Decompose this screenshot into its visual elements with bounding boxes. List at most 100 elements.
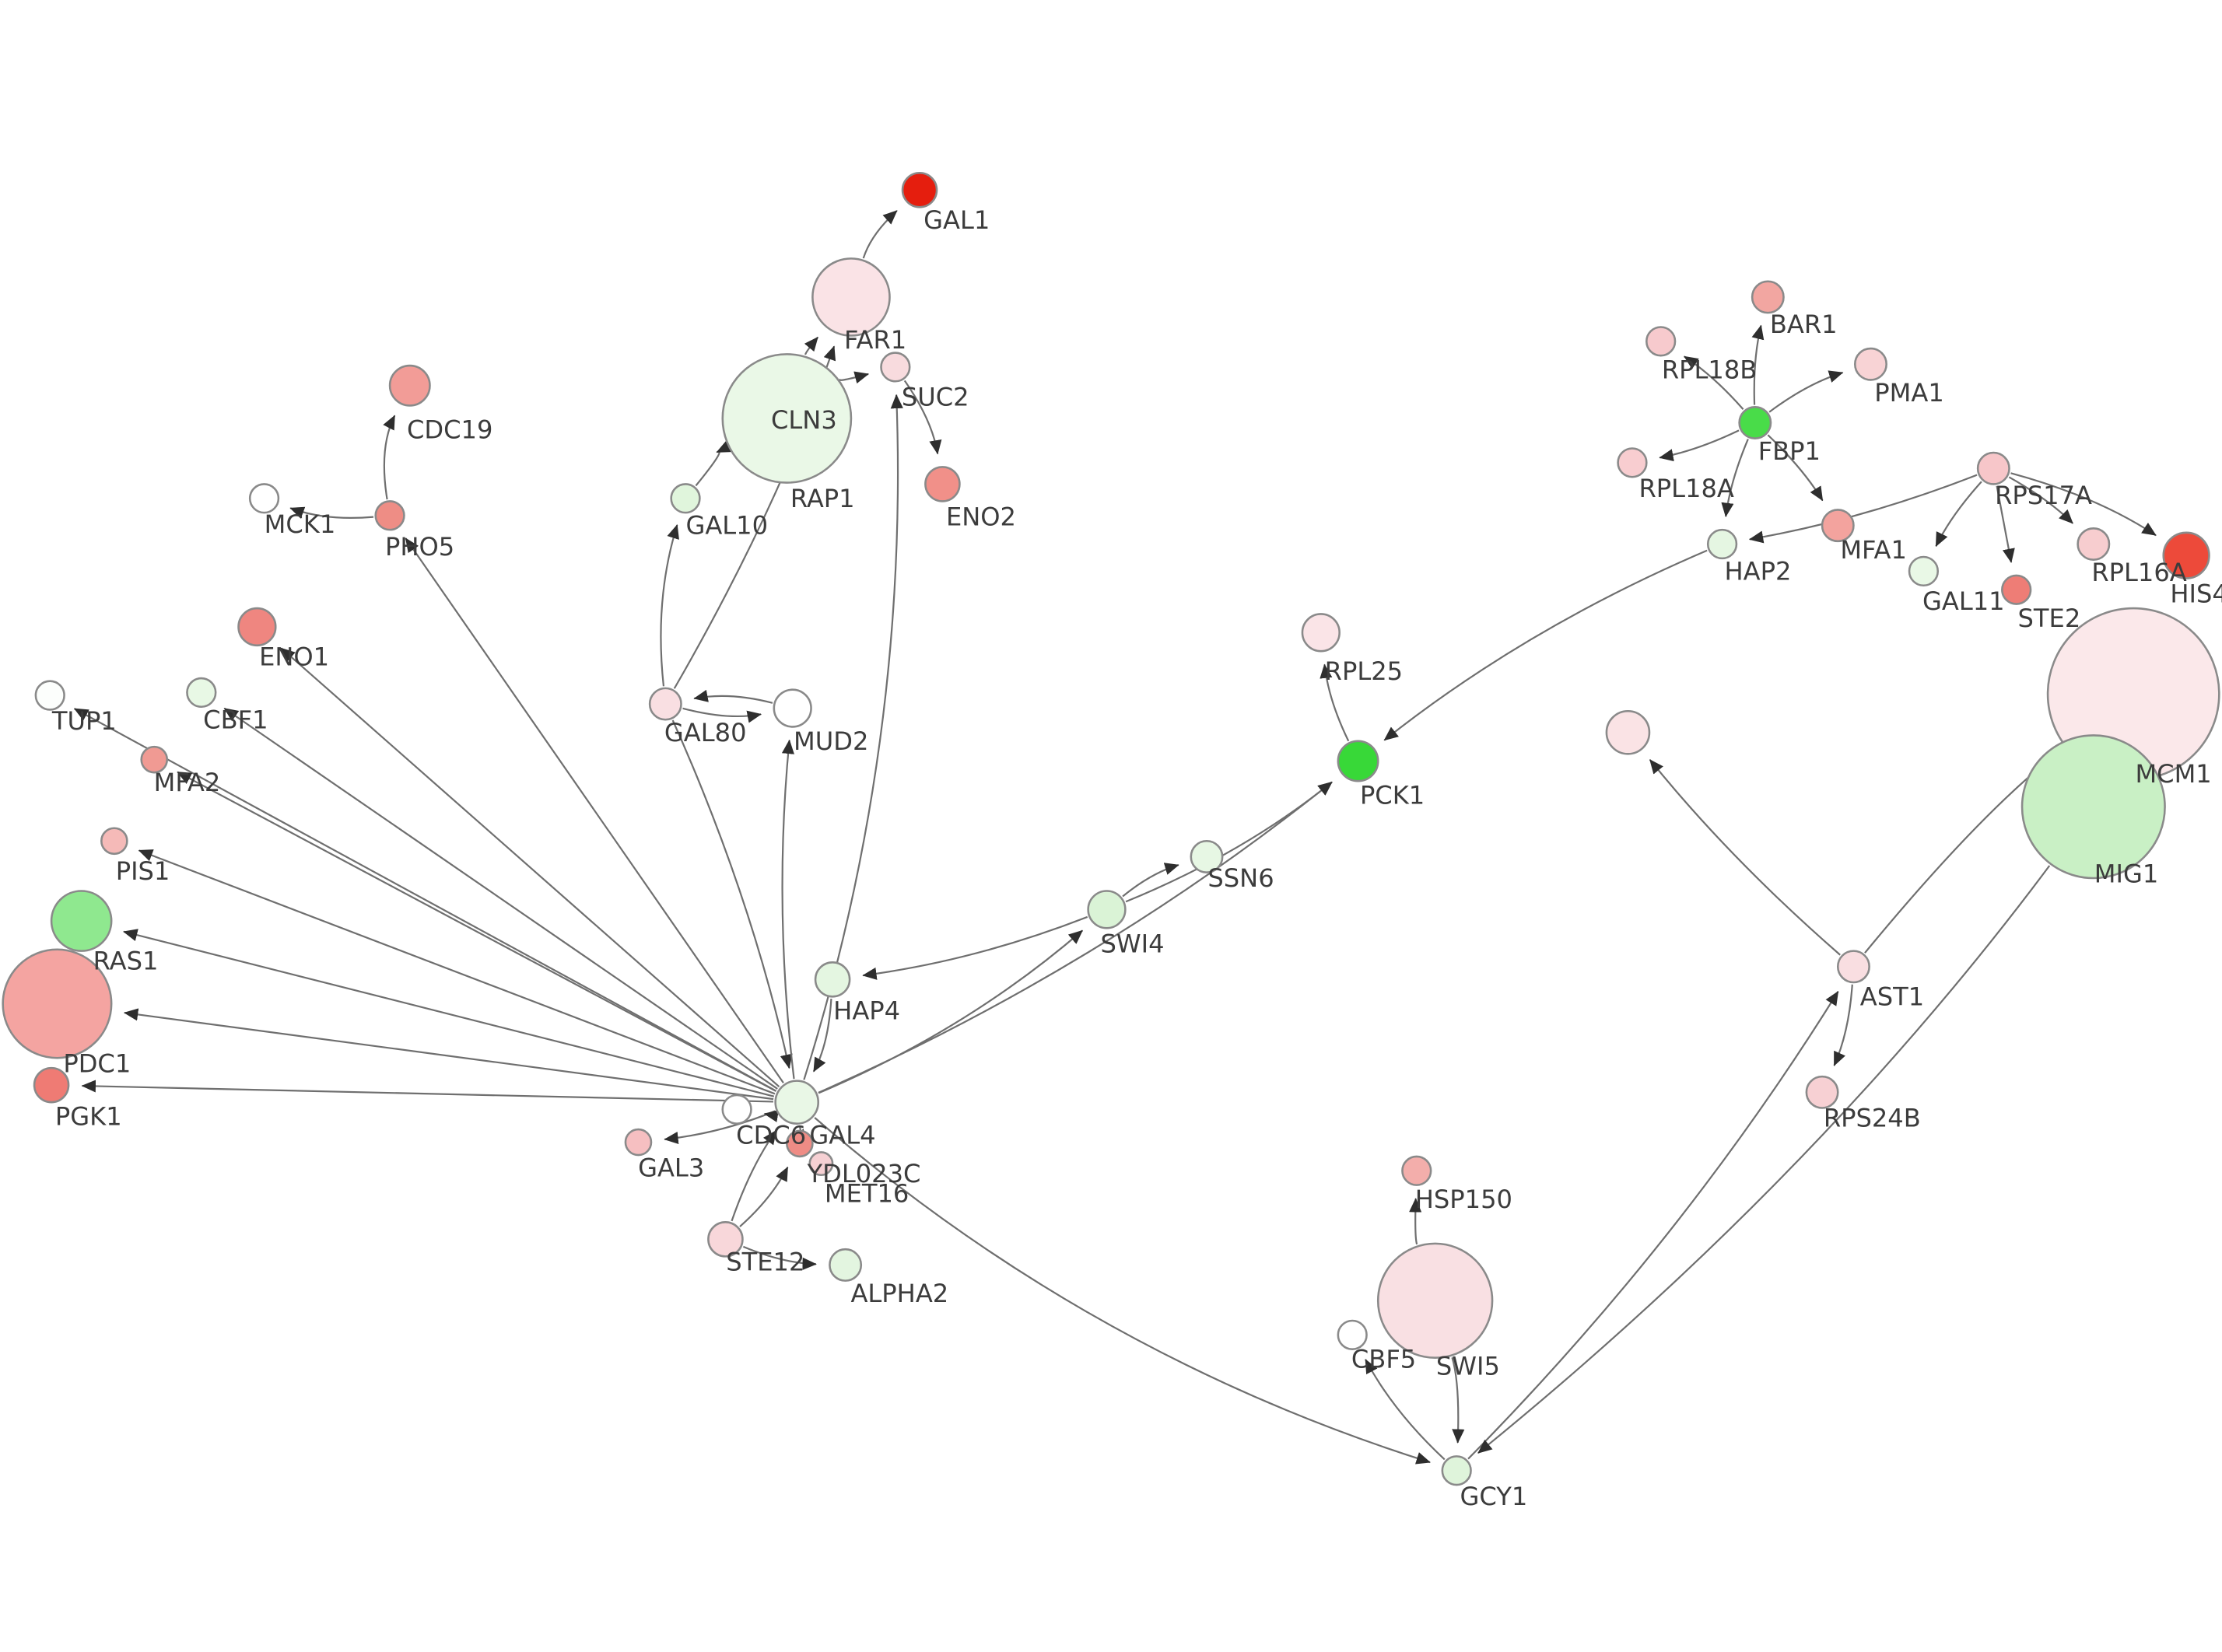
node-cdc6[interactable] bbox=[721, 1094, 752, 1125]
edge-gal80-mud2[interactable] bbox=[682, 707, 762, 723]
edge-fbp1-rpl18b[interactable] bbox=[1683, 355, 1744, 410]
edge-ste12-gal4[interactable] bbox=[731, 1129, 777, 1222]
node-ssn6[interactable] bbox=[1190, 839, 1224, 873]
node-mud2[interactable] bbox=[773, 688, 812, 728]
edge-gal80-gal4[interactable] bbox=[671, 719, 793, 1069]
node-rap1[interactable] bbox=[721, 353, 853, 484]
edge-mig1-gcy1[interactable] bbox=[1477, 865, 2051, 1454]
node-suc2[interactable] bbox=[880, 352, 911, 383]
edge-swi4-hap4[interactable] bbox=[862, 915, 1088, 980]
node-pho5[interactable] bbox=[374, 500, 405, 531]
node-gal80[interactable] bbox=[648, 687, 682, 721]
edge-gal4-eno1[interactable] bbox=[280, 647, 780, 1087]
node-ras1[interactable] bbox=[50, 890, 113, 952]
node-pma1[interactable] bbox=[1853, 347, 1887, 381]
edge-rps17a-his4[interactable] bbox=[2010, 472, 2157, 537]
node-hap4[interactable] bbox=[814, 961, 851, 998]
node-mck1[interactable] bbox=[248, 483, 280, 514]
node-ast1[interactable] bbox=[1836, 950, 1870, 984]
edge-rps17a-hap2[interactable] bbox=[1748, 474, 1978, 544]
node-pck1[interactable] bbox=[1337, 740, 1379, 782]
edge-gal4-cbf1[interactable] bbox=[223, 707, 778, 1090]
node-rpl16a[interactable] bbox=[2077, 527, 2111, 561]
edge-rap1-suc2[interactable] bbox=[839, 371, 870, 384]
node-eno2[interactable] bbox=[924, 466, 961, 502]
edge-ast1-unnamed[interactable] bbox=[1649, 759, 1841, 956]
node-far1[interactable] bbox=[811, 257, 891, 337]
node-cdc19[interactable] bbox=[388, 364, 431, 407]
edge-gal4-cdc6[interactable] bbox=[763, 1109, 780, 1122]
node-mig1[interactable] bbox=[2020, 734, 2166, 880]
node-swi5[interactable] bbox=[1376, 1242, 1494, 1359]
edge-fbp1-bar1[interactable] bbox=[1751, 324, 1765, 405]
node-mfa1[interactable] bbox=[1821, 509, 1855, 543]
node-pgk1[interactable] bbox=[33, 1066, 70, 1104]
edge-swi5-hsp150[interactable] bbox=[1409, 1198, 1422, 1245]
edge-rap1-far1[interactable] bbox=[804, 336, 819, 355]
edge-fbp1-hap2[interactable] bbox=[1721, 439, 1749, 517]
edge-gal10-rap1[interactable] bbox=[695, 440, 732, 487]
node-gal10[interactable] bbox=[670, 483, 701, 514]
edge-gal4-pis1[interactable] bbox=[138, 849, 776, 1095]
edge-hap4-gal4[interactable] bbox=[812, 999, 832, 1073]
edge-rps17a-gal11[interactable] bbox=[1935, 481, 1982, 548]
node-pis1[interactable] bbox=[100, 827, 128, 856]
edge-gal4-pgk1[interactable] bbox=[81, 1080, 773, 1103]
node-gal3[interactable] bbox=[624, 1128, 653, 1157]
node-ste2[interactable] bbox=[2001, 574, 2032, 605]
node-swi4[interactable] bbox=[1087, 890, 1127, 929]
edge-pho5-mck1[interactable] bbox=[289, 506, 374, 519]
edge-rps17a-rpl16a[interactable] bbox=[2008, 476, 2073, 524]
node-gal11[interactable] bbox=[1908, 555, 1940, 587]
node-rpl18b[interactable] bbox=[1645, 326, 1677, 357]
edge-swi5-gcy1[interactable] bbox=[1451, 1357, 1465, 1444]
node-cbf1[interactable] bbox=[186, 677, 217, 709]
node-hap2[interactable] bbox=[1706, 528, 1738, 560]
edge-mud2-gal80[interactable] bbox=[693, 689, 773, 704]
edge-ast1-rps24b[interactable] bbox=[1833, 984, 1853, 1066]
edge-ste12-alpha2[interactable] bbox=[742, 1245, 817, 1270]
edge-fbp1-rpl18a[interactable] bbox=[1659, 429, 1740, 462]
edge-rps17a-ste2[interactable] bbox=[1996, 485, 2015, 563]
edge-far1-gal1[interactable] bbox=[862, 210, 898, 259]
edge-gal4-pck1[interactable] bbox=[818, 781, 1333, 1094]
node-bar1[interactable] bbox=[1751, 280, 1785, 314]
node-rps24b[interactable] bbox=[1805, 1075, 1839, 1109]
edge-suc2-eno2[interactable] bbox=[903, 380, 942, 455]
edge-ste12-ydl023c[interactable] bbox=[739, 1166, 789, 1227]
node-fbp1[interactable] bbox=[1738, 406, 1772, 439]
node-hsp150[interactable] bbox=[1401, 1155, 1432, 1186]
node-rpl18a[interactable] bbox=[1617, 447, 1648, 478]
node-ydl023c[interactable] bbox=[786, 1129, 814, 1158]
node-unnamed[interactable] bbox=[1605, 709, 1651, 755]
node-alpha2[interactable] bbox=[829, 1248, 863, 1282]
edge-gal80-gal10[interactable] bbox=[660, 524, 679, 687]
edge-gal4-mud2[interactable] bbox=[781, 739, 795, 1080]
node-ste12[interactable] bbox=[707, 1221, 744, 1258]
edge-pho5-cdc19[interactable] bbox=[383, 415, 396, 500]
node-his4[interactable] bbox=[2162, 531, 2210, 579]
edge-gal4-tup1[interactable] bbox=[73, 708, 777, 1092]
node-mfa2[interactable] bbox=[140, 745, 169, 774]
edge-gal4-gcy1[interactable] bbox=[814, 1117, 1431, 1465]
edge-pck1-rpl25[interactable] bbox=[1320, 663, 1350, 742]
edge-swi4-ssn6[interactable] bbox=[1122, 863, 1179, 898]
edge-swi4-pck1[interactable] bbox=[1125, 781, 1333, 903]
edge-gal4-mfa2[interactable] bbox=[177, 771, 776, 1092]
node-gal1[interactable] bbox=[901, 171, 938, 208]
edge-gcy1-ast1[interactable] bbox=[1467, 990, 1839, 1460]
edge-hap2-pck1[interactable] bbox=[1383, 549, 1708, 741]
edge-gal4-gal3[interactable] bbox=[664, 1110, 776, 1145]
node-rpl25[interactable] bbox=[1301, 613, 1341, 653]
node-tup1[interactable] bbox=[34, 680, 65, 711]
edge-gal4-pdc1[interactable] bbox=[123, 1008, 774, 1101]
node-gcy1[interactable] bbox=[1441, 1455, 1472, 1486]
edge-fbp1-mfa1[interactable] bbox=[1767, 434, 1824, 502]
node-cbf5[interactable] bbox=[1337, 1319, 1368, 1350]
node-eno1[interactable] bbox=[237, 607, 277, 647]
edge-gal4-pho5[interactable] bbox=[405, 537, 784, 1083]
edge-gcy1-cbf5[interactable] bbox=[1365, 1359, 1446, 1461]
